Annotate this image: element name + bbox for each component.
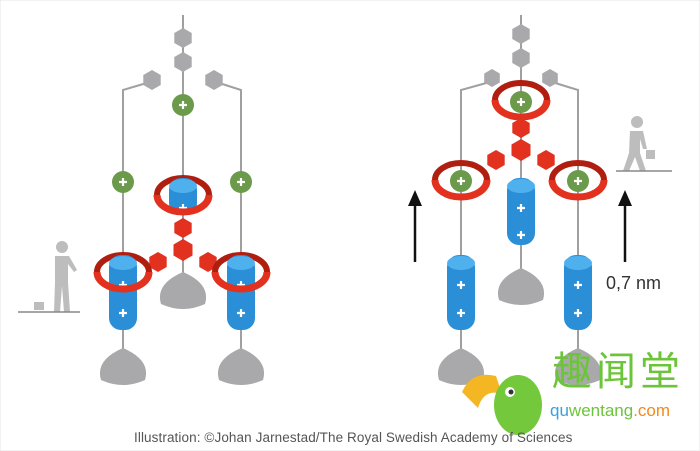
plus-icon [457, 177, 465, 185]
gray-hexagon [205, 70, 223, 90]
red-ring-front [491, 99, 551, 121]
plus-icon [517, 98, 525, 106]
gray-anchor-blob [159, 272, 207, 309]
red-hexagon [149, 252, 167, 272]
red-ring-front [211, 271, 271, 293]
red-hexagon [511, 139, 531, 161]
cylinder-top [109, 256, 137, 270]
red-ring-front [93, 271, 153, 293]
open-state-diagram [431, 15, 608, 385]
cylinder-top [507, 179, 535, 193]
red-hexagon [537, 150, 555, 170]
red-ring-front [431, 179, 491, 201]
gray-hexagon [143, 70, 161, 90]
watermark-url-part: wentang [568, 401, 634, 420]
person-standing-low-icon [18, 241, 80, 313]
red-ring-front [153, 194, 213, 216]
blue-cylinder [447, 255, 475, 330]
arrow-up-icon [618, 190, 632, 262]
plus-icon [574, 309, 582, 317]
red-hexagon [487, 150, 505, 170]
arrow-up-icon [408, 190, 422, 262]
gray-hexagon [512, 24, 530, 44]
cylinder-top [564, 256, 592, 270]
red-hexagon [199, 252, 217, 272]
gray-hexagon [512, 48, 530, 68]
blue-cylinder [564, 255, 592, 330]
distance-label: 0,7 nm [606, 273, 662, 293]
gray-anchor-blob [437, 348, 485, 385]
gray-hexagon [484, 69, 500, 87]
gray-hexagon [542, 69, 558, 87]
plus-icon [237, 178, 245, 186]
plus-icon [119, 309, 127, 317]
gray-anchor-blob [497, 268, 545, 305]
watermark-url-part: .com [633, 401, 671, 420]
cylinder-top [447, 256, 475, 270]
red-hexagon [174, 218, 192, 238]
cylinder-top [227, 256, 255, 270]
red-hexagon [173, 239, 193, 261]
gray-anchor-blob [217, 348, 265, 385]
plus-icon [517, 231, 525, 239]
gray-hexagon [174, 28, 192, 48]
plus-icon [517, 204, 525, 212]
gray-anchor-blob [554, 348, 602, 385]
plus-icon [179, 101, 187, 109]
plus-icon [119, 178, 127, 186]
plus-icon [237, 309, 245, 317]
gray-hexagon [174, 52, 192, 72]
watermark-url-part: qu [550, 401, 569, 420]
gray-anchor-blob [99, 348, 147, 385]
plus-icon [457, 281, 465, 289]
closed-state-diagram [93, 15, 271, 385]
red-ring-front [548, 179, 608, 201]
watermark-text: 趣闻堂 [552, 349, 684, 395]
watermark-url: quwentang.com [550, 401, 670, 421]
image-credit: Illustration: ©Johan Jarnestad/The Royal… [134, 430, 573, 445]
plus-icon [457, 309, 465, 317]
cylinder-top [169, 179, 197, 193]
plus-icon [574, 281, 582, 289]
red-hexagon [512, 118, 530, 138]
parrot-logo-icon [462, 374, 542, 435]
plus-icon [574, 177, 582, 185]
person-walking-up-icon [616, 116, 672, 172]
